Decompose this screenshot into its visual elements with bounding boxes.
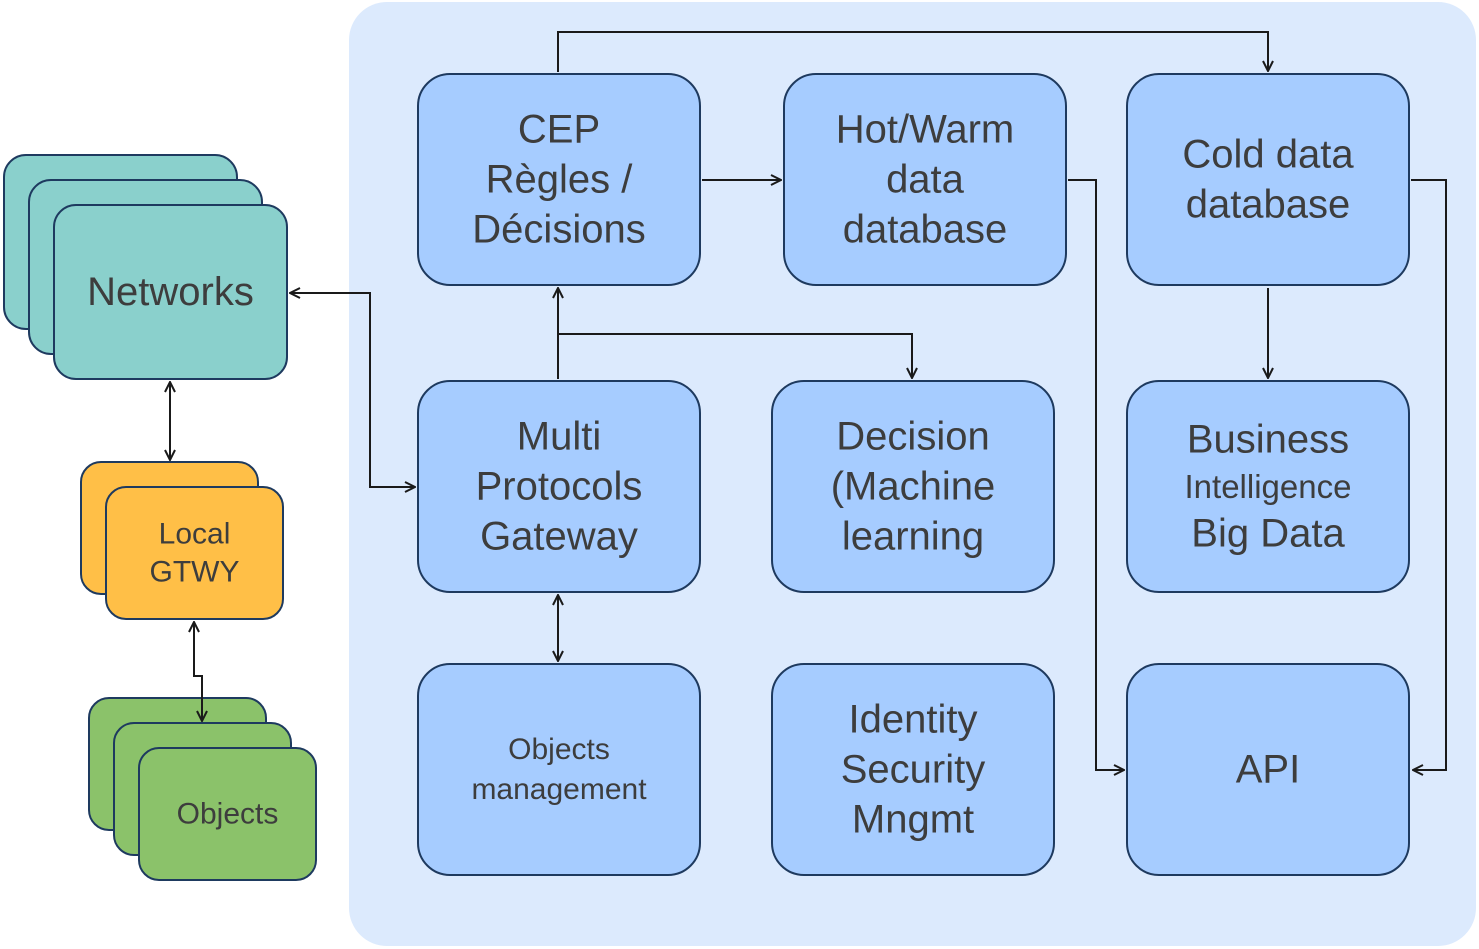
node-box-cep bbox=[417, 73, 701, 286]
node-label-identity-security: Identity bbox=[849, 698, 978, 742]
node-label-business-intel: Business bbox=[1187, 418, 1349, 462]
node-decision-ml: Decision (Machine learning bbox=[771, 380, 1055, 593]
node-label-cold-data: Cold data bbox=[1182, 133, 1354, 177]
node-label-objects: Objects bbox=[177, 798, 279, 831]
node-label-identity-security: Mngmt bbox=[852, 798, 974, 842]
node-box-multi-protocols bbox=[417, 380, 701, 593]
node-label-cold-data: database bbox=[1186, 183, 1351, 227]
node-label-multi-protocols: Multi bbox=[517, 415, 601, 459]
node-label-cep: Règles / bbox=[486, 158, 634, 202]
node-label-decision-ml: learning bbox=[842, 515, 984, 559]
edge-cold-data-to-api bbox=[1411, 179, 1447, 770]
edge-cep-to-cold-data bbox=[557, 31, 1268, 72]
node-label-hot-warm: data bbox=[886, 158, 965, 202]
node-box-objects-mgmt bbox=[417, 663, 701, 876]
node-networks: Networks bbox=[53, 204, 288, 380]
node-api: API bbox=[1126, 663, 1410, 876]
edges bbox=[170, 31, 1447, 770]
node-label-objects-mgmt: Objects bbox=[508, 733, 610, 766]
node-objects: Objects bbox=[138, 747, 317, 881]
edge-hot-warm-to-api bbox=[1068, 179, 1124, 770]
node-box-business-intel bbox=[1126, 380, 1410, 593]
node-label-decision-ml: Decision bbox=[836, 415, 989, 459]
edge-multi-protocols-to-decision-ml bbox=[558, 333, 912, 378]
node-box-decision-ml bbox=[771, 380, 1055, 593]
node-label-hot-warm: database bbox=[843, 208, 1008, 252]
node-box-local-gtwy bbox=[105, 486, 284, 620]
node-hot-warm: Hot/Warm data database bbox=[783, 73, 1067, 286]
node-label-business-intel: Intelligence bbox=[1185, 468, 1352, 505]
node-objects-mgmt: Objects management bbox=[417, 663, 701, 876]
edge-networks-to-multi-protocols bbox=[290, 293, 415, 487]
node-label-local-gtwy: Local bbox=[159, 518, 231, 551]
node-box-hot-warm bbox=[783, 73, 1067, 286]
node-box-objects bbox=[138, 747, 317, 881]
edge-local-gtwy-to-objects bbox=[194, 622, 202, 721]
node-label-hot-warm: Hot/Warm bbox=[836, 108, 1015, 152]
node-box-cold-data bbox=[1126, 73, 1410, 286]
node-label-business-intel: Big Data bbox=[1191, 512, 1345, 556]
node-box-networks bbox=[53, 204, 288, 380]
node-label-decision-ml: (Machine bbox=[831, 465, 996, 509]
node-label-api: API bbox=[1236, 748, 1300, 792]
node-label-networks: Networks bbox=[87, 270, 254, 314]
node-label-multi-protocols: Protocols bbox=[476, 465, 643, 509]
node-label-local-gtwy: GTWY bbox=[150, 556, 240, 589]
node-cep: CEP Règles / Décisions bbox=[417, 73, 701, 286]
node-label-cep: CEP bbox=[518, 108, 600, 152]
node-label-cep: Décisions bbox=[472, 208, 645, 252]
node-label-multi-protocols: Gateway bbox=[480, 515, 638, 559]
node-cold-data: Cold data database bbox=[1126, 73, 1410, 286]
node-label-objects-mgmt: management bbox=[471, 773, 647, 806]
node-box-api bbox=[1126, 663, 1410, 876]
node-box-identity-security bbox=[771, 663, 1055, 876]
node-label-identity-security: Security bbox=[841, 748, 986, 792]
